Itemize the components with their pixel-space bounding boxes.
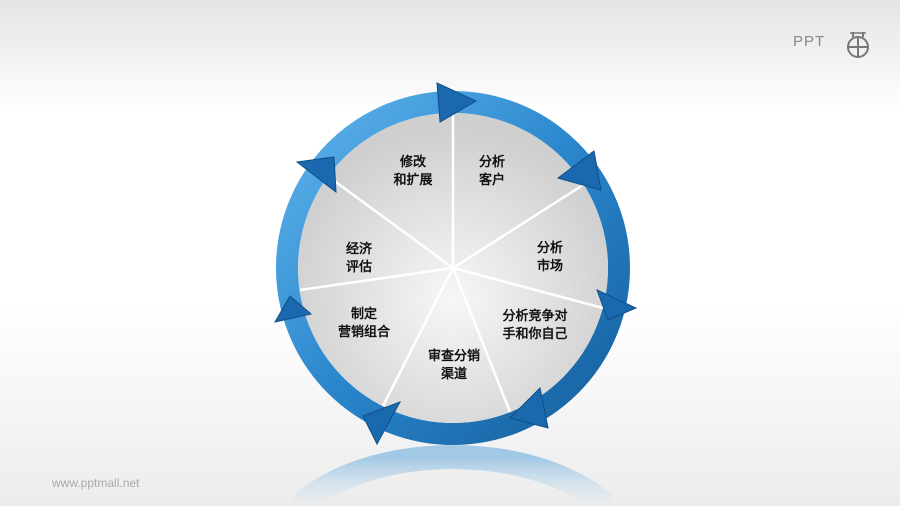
pie-spokes bbox=[299, 113, 604, 413]
ring-reflection bbox=[291, 445, 615, 506]
arrow-icon bbox=[556, 150, 602, 191]
segment-label-analyze-competitors: 分析竞争对 手和你自己 bbox=[502, 309, 568, 342]
segment-label-modify-expand: 修改 和扩展 bbox=[393, 155, 433, 188]
segment-label-economic-evaluation: 经济 评估 bbox=[345, 242, 373, 275]
arrow-icon bbox=[436, 82, 478, 123]
arrow-icon bbox=[596, 289, 638, 321]
segment-label-marketing-mix: 制定 营销组合 bbox=[337, 307, 391, 340]
footer-url: www.pptmall.net bbox=[52, 476, 140, 490]
segment-label-review-channels: 审查分销 渠道 bbox=[427, 349, 481, 382]
arrow-icon bbox=[509, 386, 549, 429]
arrow-icon bbox=[362, 401, 402, 446]
segment-label-analyze-market: 分析 市场 bbox=[536, 241, 564, 274]
arrow-icon bbox=[295, 156, 337, 194]
brand-logo-text: PPT bbox=[793, 33, 826, 50]
globe-icon bbox=[847, 32, 869, 58]
segment-label-analyze-customers: 分析 客户 bbox=[478, 155, 506, 188]
arrow-icon bbox=[273, 295, 313, 323]
cycle-arrows bbox=[273, 82, 638, 446]
